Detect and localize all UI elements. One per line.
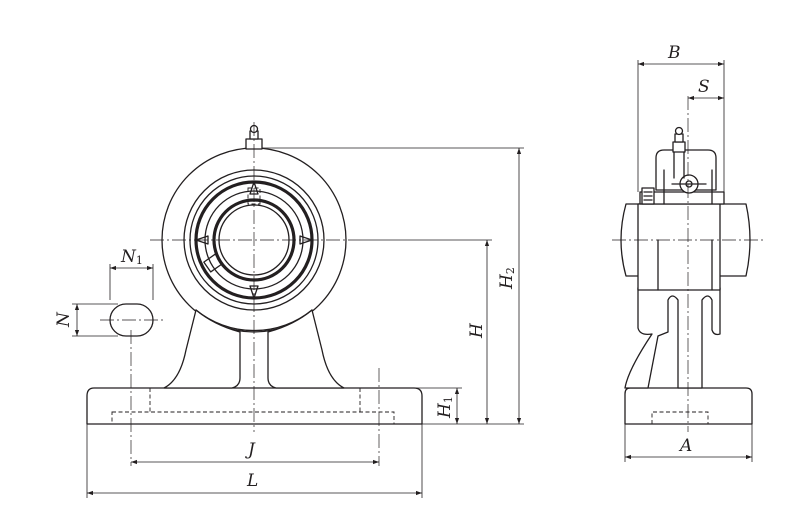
label-N: N: [54, 311, 74, 328]
side-view: [612, 96, 764, 432]
side-pedestal: [624, 287, 721, 389]
side-base-hidden: [651, 411, 709, 424]
label-L: L: [246, 471, 258, 491]
label-A: A: [678, 436, 692, 456]
label-S: S: [698, 77, 710, 97]
side-base: [624, 387, 753, 425]
grease-nipple-side: [672, 126, 686, 179]
front-base: [86, 387, 423, 425]
set-screw-angled: [203, 253, 223, 273]
label-N1: N1: [120, 247, 143, 267]
set-screw-hidden: [247, 187, 261, 205]
label-H1: H1: [435, 396, 455, 419]
side-housing-block: [637, 203, 721, 291]
front-base-hidden-recess: [111, 411, 395, 425]
side-dimensions: [624, 60, 753, 462]
side-bearing-cap: [655, 149, 717, 191]
front-view: [86, 122, 423, 466]
label-B: B: [667, 43, 681, 63]
front-dimensions: [72, 147, 524, 498]
label-H2: H2: [497, 267, 517, 290]
label-J: J: [245, 440, 256, 460]
side-collar: [639, 191, 725, 205]
label-H: H: [467, 322, 487, 339]
